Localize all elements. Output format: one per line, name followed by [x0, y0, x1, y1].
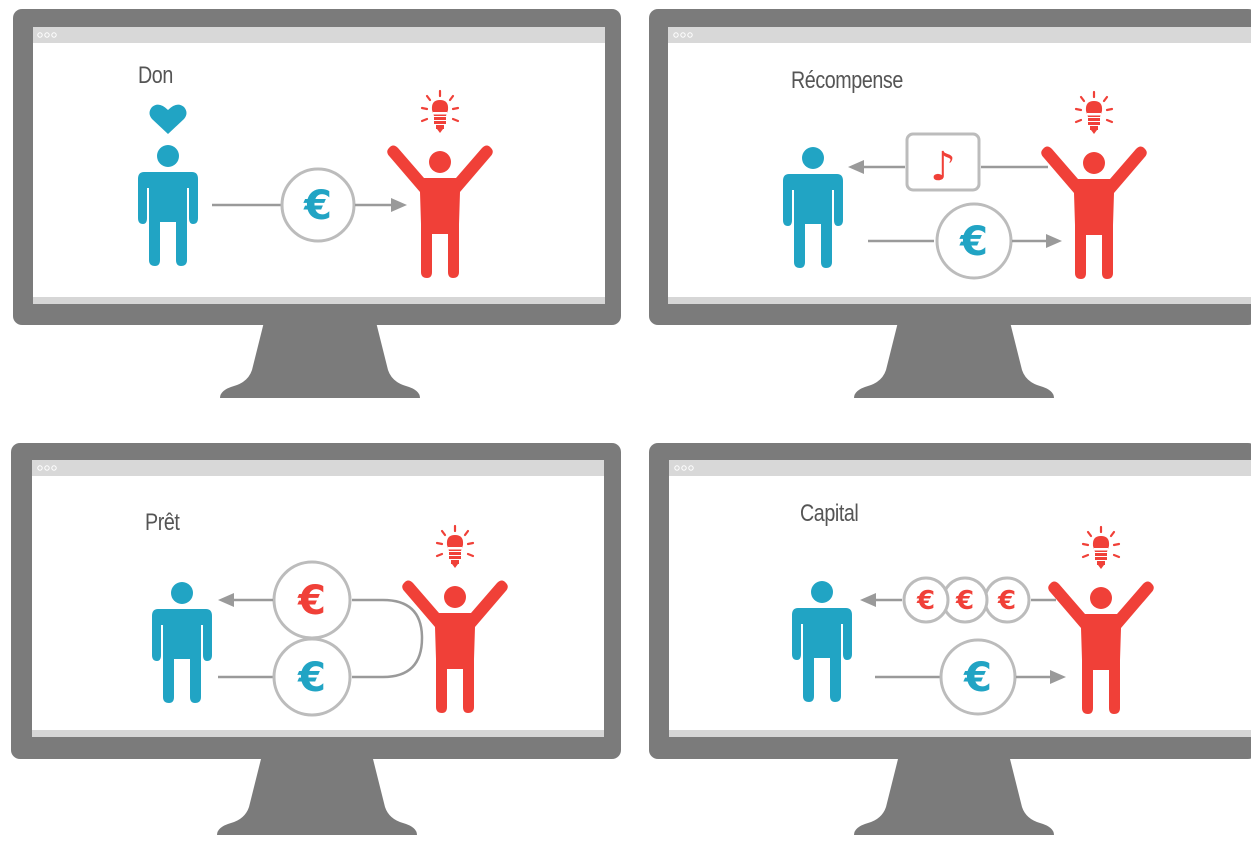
monitor-stand: [220, 318, 420, 398]
window-dot-icon: [681, 465, 687, 471]
euro-coin-icon: [939, 638, 1017, 716]
creator-person-icon: [1041, 146, 1147, 279]
window-titlebar: [669, 460, 1251, 476]
monitor-don: Don €: [0, 0, 622, 410]
monitor-capital: Capital € € € €: [636, 437, 1251, 847]
window-titlebar: [33, 27, 605, 43]
window-dot-icon: [674, 465, 680, 471]
window-titlebar: [668, 27, 1251, 43]
lightbulb-icon: [435, 524, 475, 570]
screen-bottom-strip: [668, 297, 1251, 304]
window-dot-icon: [37, 465, 43, 471]
panel-title: Capital: [800, 500, 859, 527]
screen-bottom-strip: [669, 730, 1251, 737]
window-dot-icon: [51, 32, 57, 38]
euro-coin-icon: [935, 202, 1013, 280]
euro-symbol: €: [916, 586, 935, 616]
heart-icon: [149, 104, 187, 134]
euro-symbol: €: [997, 586, 1016, 616]
arrow-head-icon: [391, 198, 407, 212]
monitor-stand: [854, 755, 1054, 835]
monitor-pret: Prêt € €: [0, 437, 622, 847]
monitor-frame: [13, 9, 621, 398]
window-dot-icon: [37, 32, 43, 38]
arrow-head-icon: [218, 593, 234, 607]
monitor-stand: [217, 755, 417, 835]
euro-symbol: €: [955, 586, 974, 616]
window-dot-icon: [44, 32, 50, 38]
euro-symbol: €: [303, 183, 332, 229]
euro-symbol: €: [959, 219, 988, 265]
lightbulb-icon: [1074, 90, 1114, 136]
arrow-head-icon: [860, 593, 876, 607]
monitor-recompense: Récompense ♪ €: [636, 0, 1251, 410]
capital-illustration: € € € €: [792, 525, 1154, 716]
music-note-icon: ♪: [930, 144, 956, 190]
euro-symbol: €: [963, 655, 992, 701]
arrow-head-icon: [1046, 234, 1062, 248]
pret-illustration: € €: [152, 524, 508, 717]
window-dot-icon: [680, 32, 686, 38]
window-dot-icon: [51, 465, 57, 471]
don-illustration: €: [138, 89, 493, 278]
euro-coin-icon: [280, 167, 356, 243]
screen-bottom-strip: [32, 730, 604, 737]
lightbulb-icon: [1081, 525, 1121, 571]
euro-coin-icon: [902, 576, 950, 624]
creator-person-icon: [402, 580, 508, 713]
monitor-stand: [854, 318, 1054, 398]
lightbulb-icon: [420, 89, 460, 135]
panel-title: Prêt: [145, 509, 180, 536]
arrow-head-icon: [848, 160, 864, 174]
backer-person-icon: [792, 581, 852, 702]
window-dot-icon: [44, 465, 50, 471]
reward-box: [905, 132, 981, 192]
creator-person-icon: [387, 145, 493, 278]
window-dot-icon: [673, 32, 679, 38]
backer-person-icon: [783, 147, 843, 268]
backer-person-icon: [152, 582, 212, 703]
window-dot-icon: [688, 465, 694, 471]
loan-return-curve: [352, 598, 424, 679]
panel-title: Récompense: [791, 67, 903, 94]
recompense-illustration: ♪ €: [783, 90, 1147, 280]
window-dot-icon: [687, 32, 693, 38]
backer-person-icon: [138, 145, 198, 266]
panel-title: Don: [138, 62, 173, 89]
euro-symbol: €: [297, 655, 326, 701]
window-titlebar: [32, 460, 604, 476]
creator-person-icon: [1048, 581, 1154, 714]
euro-symbol: €: [297, 578, 326, 624]
arrow-head-icon: [1050, 670, 1066, 684]
screen-bottom-strip: [33, 297, 605, 304]
euro-coin-icon: [272, 637, 352, 717]
